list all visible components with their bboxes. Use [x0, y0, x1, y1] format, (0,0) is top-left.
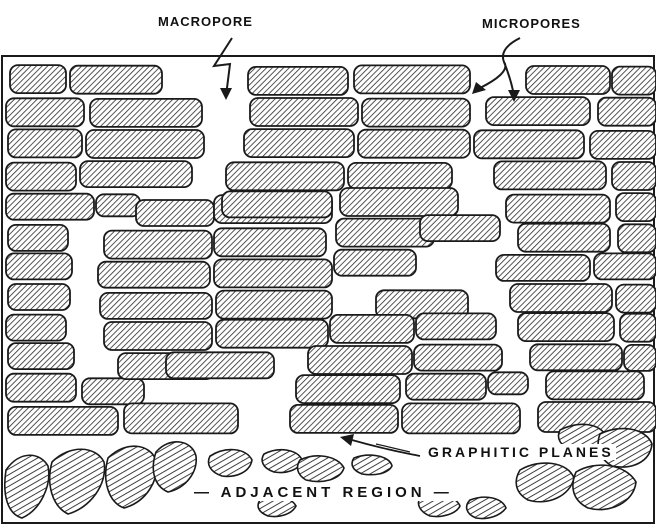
crystallite-brick [506, 195, 610, 223]
macropore-pointer-arrow [214, 38, 232, 96]
crystallite-brick [354, 65, 470, 93]
crystallite-brick [518, 224, 610, 252]
crystallite-brick [6, 163, 76, 191]
crystallite-brick [486, 97, 590, 125]
crystallite-brick [6, 315, 66, 341]
crystallite-brick [214, 259, 332, 287]
crystallite-brick [10, 65, 66, 93]
crystallite-brick [406, 374, 486, 400]
adjacent-particle [209, 450, 253, 477]
crystallite-brick [96, 194, 140, 216]
crystallite-brick [6, 253, 72, 279]
adjacent-particle [573, 465, 636, 509]
adjacent-particle [50, 449, 105, 514]
crystallite-brick [6, 374, 76, 402]
crystallite-brick [330, 315, 414, 343]
crystallite-brick [510, 284, 612, 312]
adjacent-particle [352, 455, 392, 475]
crystallite-brick [100, 293, 212, 319]
crystallite-brick [594, 253, 656, 279]
crystallite-brick [624, 345, 656, 371]
crystallite-bricks [6, 65, 656, 435]
crystallite-brick [214, 228, 326, 256]
crystallite-brick [414, 345, 502, 371]
micropores-pointer-arrow [480, 38, 520, 96]
adjacent-particle [298, 456, 344, 482]
crystallite-brick [8, 407, 118, 435]
macropore-label: MACROPORE [158, 14, 253, 29]
crystallite-brick [248, 67, 348, 95]
crystallite-brick [358, 130, 470, 158]
crystallite-brick [104, 322, 212, 350]
crystallite-brick [216, 320, 328, 348]
crystallite-brick [402, 403, 520, 433]
crystallite-brick [616, 193, 656, 221]
crystallite-brick [474, 130, 584, 158]
crystallite-brick [166, 352, 274, 378]
macropore-arrow-head [220, 88, 232, 100]
graphitic-planes-arrow-head [340, 434, 354, 446]
crystallite-brick [6, 98, 84, 126]
crystallite-brick [8, 225, 68, 251]
micropores-arrow-head-left [472, 82, 486, 94]
crystallite-brick [136, 200, 214, 226]
crystallite-brick [80, 161, 192, 187]
graphitic-planes-label: GRAPHITIC PLANES [426, 444, 616, 460]
crystallite-brick [8, 129, 82, 157]
crystallite-brick [420, 215, 500, 241]
crystallite-brick [598, 98, 656, 126]
crystallite-brick [362, 99, 470, 127]
crystallite-brick [496, 255, 590, 281]
crystallite-brick [90, 99, 202, 127]
crystallite-brick [308, 346, 412, 374]
crystallite-brick [530, 344, 622, 370]
crystallite-brick [296, 375, 400, 403]
crystallite-brick [340, 188, 458, 216]
crystallite-brick [70, 66, 162, 94]
adjacent-region-label: — ADJACENT REGION — [190, 484, 457, 501]
crystallite-brick [226, 162, 344, 190]
crystallite-brick [612, 67, 656, 95]
crystallite-brick [416, 313, 496, 339]
crystallite-brick [590, 131, 656, 159]
adjacent-particle [516, 463, 574, 502]
micropores-label: MICROPORES [482, 16, 581, 31]
crystallite-brick [612, 162, 656, 190]
crystallite-brick [618, 224, 656, 252]
crystallite-brick [6, 194, 94, 220]
adjacent-region-particles [5, 424, 652, 518]
crystallite-brick [546, 371, 644, 399]
crystallite-brick [124, 403, 238, 433]
crystallite-brick [244, 129, 354, 157]
crystallite-brick [250, 98, 358, 126]
adjacent-particle [262, 450, 302, 473]
adjacent-particle [5, 455, 49, 518]
crystallite-brick [334, 250, 416, 276]
crystallite-brick [86, 130, 204, 158]
crystallite-brick [104, 231, 212, 259]
crystallite-brick [82, 378, 144, 404]
crystallite-brick [526, 66, 610, 94]
crystallite-brick [98, 262, 210, 288]
adjacent-particle [106, 446, 157, 508]
crystallite-brick [8, 343, 74, 369]
crystallite-brick [290, 405, 398, 433]
crystallite-brick [216, 291, 332, 319]
graphitic-planes-pointer [352, 440, 420, 456]
adjacent-particle [467, 497, 506, 518]
crystallite-brick [8, 284, 70, 310]
crystallite-brick [222, 191, 332, 217]
crystallite-brick [620, 314, 656, 342]
crystallite-brick [488, 372, 528, 394]
crystallite-brick [518, 313, 614, 341]
crystallite-brick [616, 285, 656, 313]
crystallite-brick [348, 163, 452, 189]
crystallite-brick [494, 161, 606, 189]
